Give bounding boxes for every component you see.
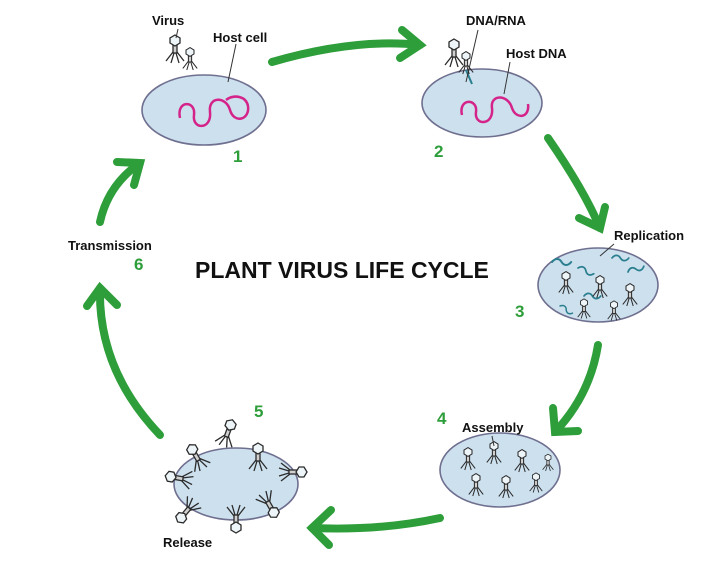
cycle-arrows — [83, 26, 609, 549]
host-dna-strand — [460, 96, 530, 124]
stage-number-2: 2 — [434, 142, 443, 161]
release-label: Release — [163, 535, 212, 550]
host-cell-pointer-line — [227, 43, 237, 83]
arrow-6-to-1 — [96, 158, 146, 226]
assembly-pointer-line — [491, 435, 495, 447]
arrow-shaft — [95, 284, 164, 439]
assembly-label: Assembly — [462, 420, 524, 435]
stage-1-attachment: Virus Host cell 1 — [141, 13, 267, 166]
stage-number-6: 6 — [134, 255, 143, 274]
transmission-label: Transmission — [68, 238, 152, 253]
virus-icon — [213, 416, 242, 450]
host-dna-strand — [178, 95, 250, 128]
host-dna-label: Host DNA — [506, 46, 567, 61]
arrow-shaft — [308, 514, 444, 533]
arrow-4-to-5 — [306, 506, 444, 549]
virus-icon — [165, 34, 185, 64]
dna-rna-label: DNA/RNA — [466, 13, 527, 28]
virus-label: Virus — [152, 13, 184, 28]
stage-6-transmission: Transmission 6 — [68, 238, 152, 274]
arrow-5-to-6 — [83, 281, 164, 439]
host-cell — [141, 74, 267, 146]
diagram-title: PLANT VIRUS LIFE CYCLE — [195, 257, 489, 283]
virus-icon — [444, 38, 464, 68]
stage-4-assembly: Assembly 4 — [437, 409, 561, 508]
host-cell — [421, 68, 543, 138]
arrow-shaft — [96, 159, 144, 226]
arrow-3-to-4 — [549, 341, 602, 437]
stage-3-replication: Replication 3 — [515, 228, 684, 323]
stage-5-release: Release 5 — [162, 402, 308, 550]
viral-genome-strand — [465, 69, 473, 85]
host-cell-label: Host cell — [213, 30, 267, 45]
stage-number-3: 3 — [515, 302, 524, 321]
stage-number-4: 4 — [437, 409, 447, 428]
replication-label: Replication — [614, 228, 684, 243]
stage-number-5: 5 — [254, 402, 263, 421]
arrow-head — [549, 404, 582, 437]
arrow-head — [113, 158, 146, 189]
arrow-shaft — [544, 134, 604, 232]
host-cell — [439, 432, 561, 508]
arrow-head — [83, 281, 121, 310]
virus-icon — [182, 47, 198, 71]
arrow-head — [306, 506, 335, 549]
stage-2-injection: DNA/RNA Host DNA 2 — [421, 13, 567, 161]
replication-pointer-line — [599, 243, 615, 257]
dna-rna-pointer-line — [465, 29, 479, 83]
stage-number-1: 1 — [233, 147, 242, 166]
arrow-1-to-2 — [268, 26, 427, 66]
virus-pointer-line — [175, 28, 179, 39]
arrow-2-to-3 — [544, 134, 609, 234]
arrow-shaft — [268, 39, 424, 66]
arrow-head — [575, 203, 609, 234]
arrow-shaft — [551, 341, 602, 436]
host-dna-pointer-line — [503, 61, 511, 95]
arrow-head — [396, 26, 427, 62]
